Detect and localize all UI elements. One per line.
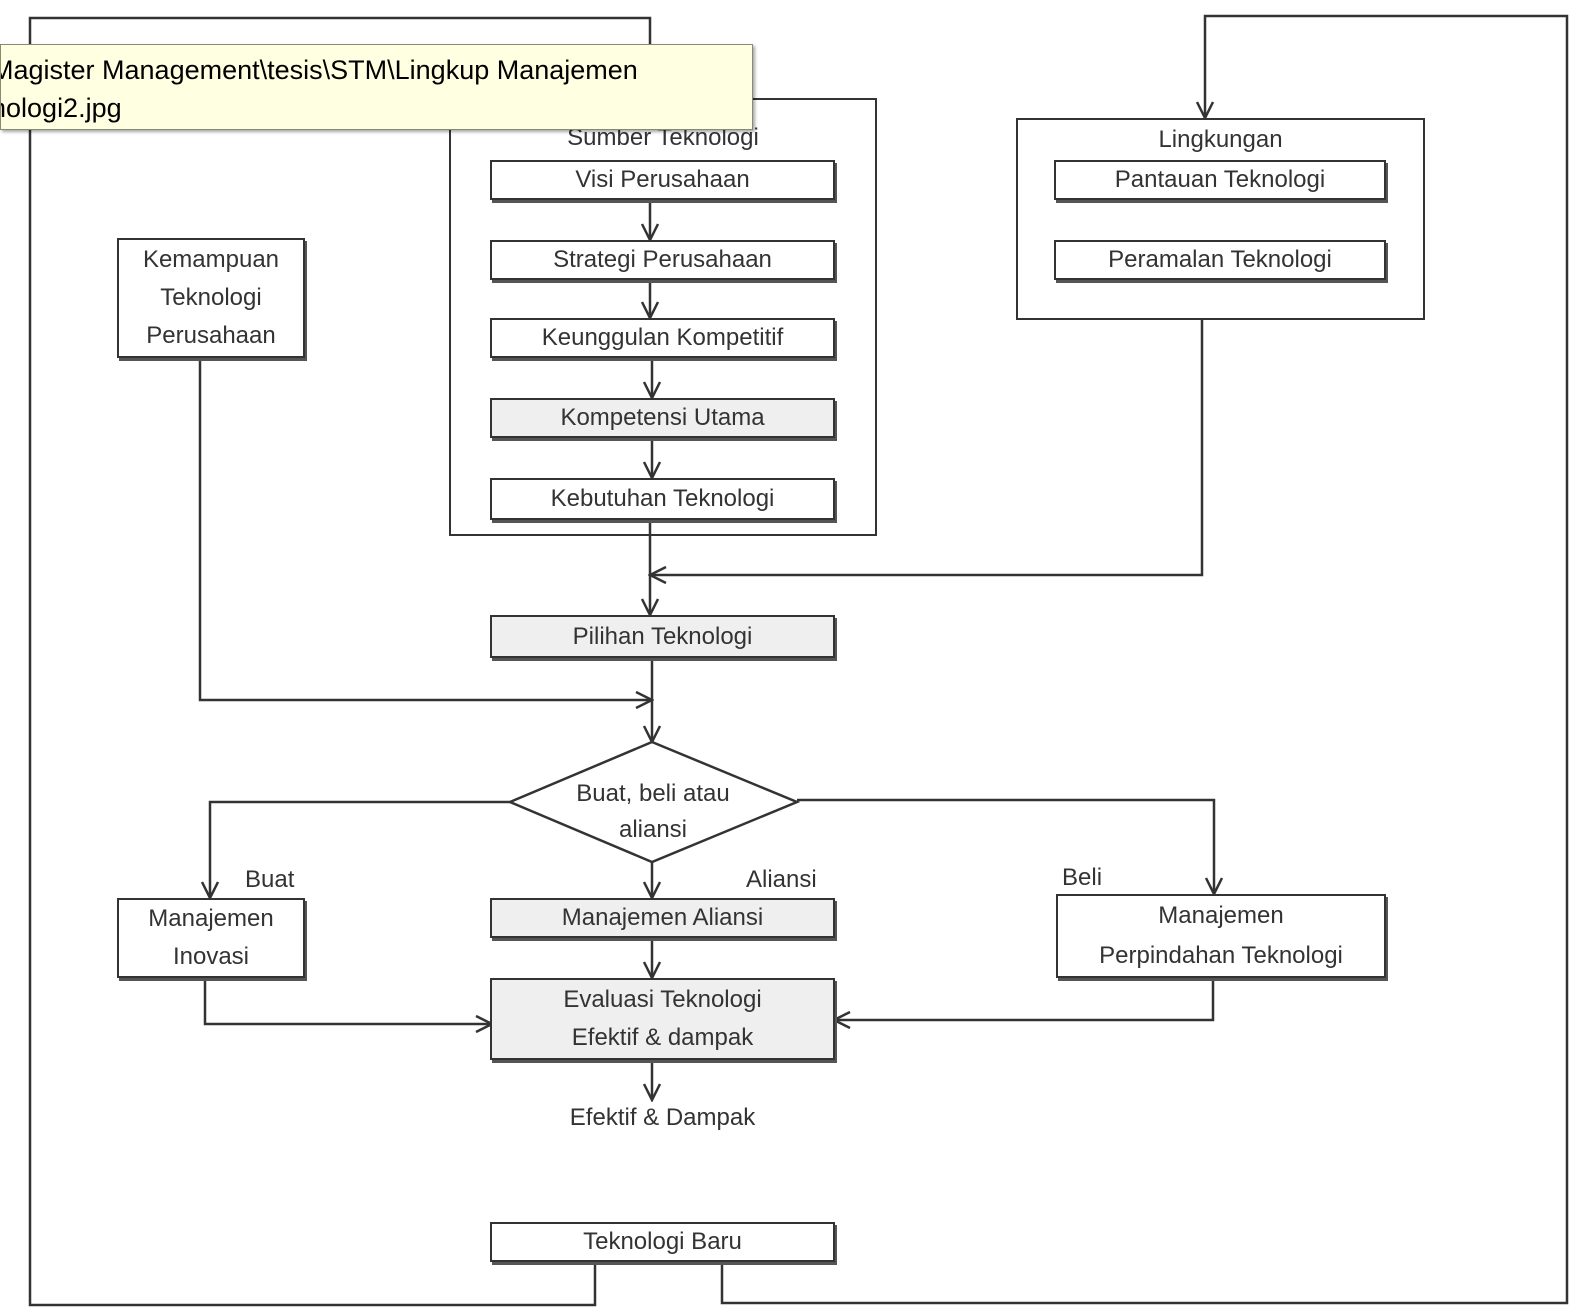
arrow-perpindahan-evaluasi [834, 978, 1215, 1020]
manajemen-inovasi-box: Manajemen Inovasi [117, 898, 305, 978]
lingkungan-title: Lingkungan [1158, 126, 1283, 153]
kebutuhan-teknologi-box: Kebutuhan Teknologi [490, 478, 835, 520]
perpindahan-line2: Perpindahan Teknologi [1099, 942, 1343, 969]
kemampuan-line2: Teknologi [160, 284, 262, 311]
label-beli: Beli [1062, 864, 1103, 891]
feedback-line-left [28, 16, 652, 1307]
label-buat: Buat [245, 866, 295, 893]
label-aliansi: Aliansi [746, 866, 817, 893]
kemampuan-line3: Perusahaan [146, 322, 276, 349]
evaluasi-line2: Efektif & dampak [571, 1024, 754, 1051]
decision-line1: Buat, beli atau [576, 780, 730, 807]
keunggulan-kompetitif-box: Keunggulan Kompetitif [490, 318, 835, 358]
arrow-kemampuan-pilihan [198, 358, 652, 700]
manajemen-perpindahan-box: Manajemen Perpindahan Teknologi [1056, 894, 1386, 978]
arrow-inovasi-evaluasi [203, 978, 492, 1024]
decision-line2: aliansi [618, 816, 688, 843]
feedback-line-right [720, 14, 1569, 1305]
pantauan-teknologi-box: Pantauan Teknologi [1054, 160, 1386, 200]
tooltip-line2: nologi2.jpg [0, 93, 122, 123]
evaluasi-teknologi-box: Evaluasi Teknologi Efektif & dampak [490, 978, 835, 1060]
kemampuan-line1: Kemampuan [142, 246, 280, 273]
tooltip-line1: Magister Management\tesis\STM\Lingkup Ma… [0, 55, 638, 85]
strategi-perusahaan-box: Strategi Perusahaan [490, 240, 835, 280]
peramalan-teknologi-box: Peramalan Teknologi [1054, 240, 1386, 280]
perpindahan-line1: Manajemen [1158, 902, 1284, 929]
arrow-lingkungan-pilihan [650, 318, 1204, 575]
file-path-tooltip: Magister Management\tesis\STM\Lingkup Ma… [0, 44, 753, 130]
decision-text: Buat, beli atau aliansi [540, 776, 766, 848]
efektif-dampak-label: Efektif & Dampak [569, 1104, 756, 1131]
manajemen-aliansi-box: Manajemen Aliansi [490, 898, 835, 938]
visi-perusahaan-box: Visi Perusahaan [490, 160, 835, 200]
evaluasi-line1: Evaluasi Teknologi [563, 986, 762, 1013]
kemampuan-teknologi-box: Kemampuan Teknologi Perusahaan [117, 238, 305, 358]
kompetensi-utama-box: Kompetensi Utama [490, 398, 835, 438]
inovasi-line2: Inovasi [172, 943, 250, 970]
teknologi-baru-box: Teknologi Baru [490, 1222, 835, 1262]
arrow-beli [797, 798, 1214, 894]
arrow-buat [210, 800, 510, 898]
inovasi-line1: Manajemen [148, 905, 274, 932]
pilihan-teknologi-box: Pilihan Teknologi [490, 615, 835, 658]
lingkungan-frame [1016, 118, 1425, 320]
